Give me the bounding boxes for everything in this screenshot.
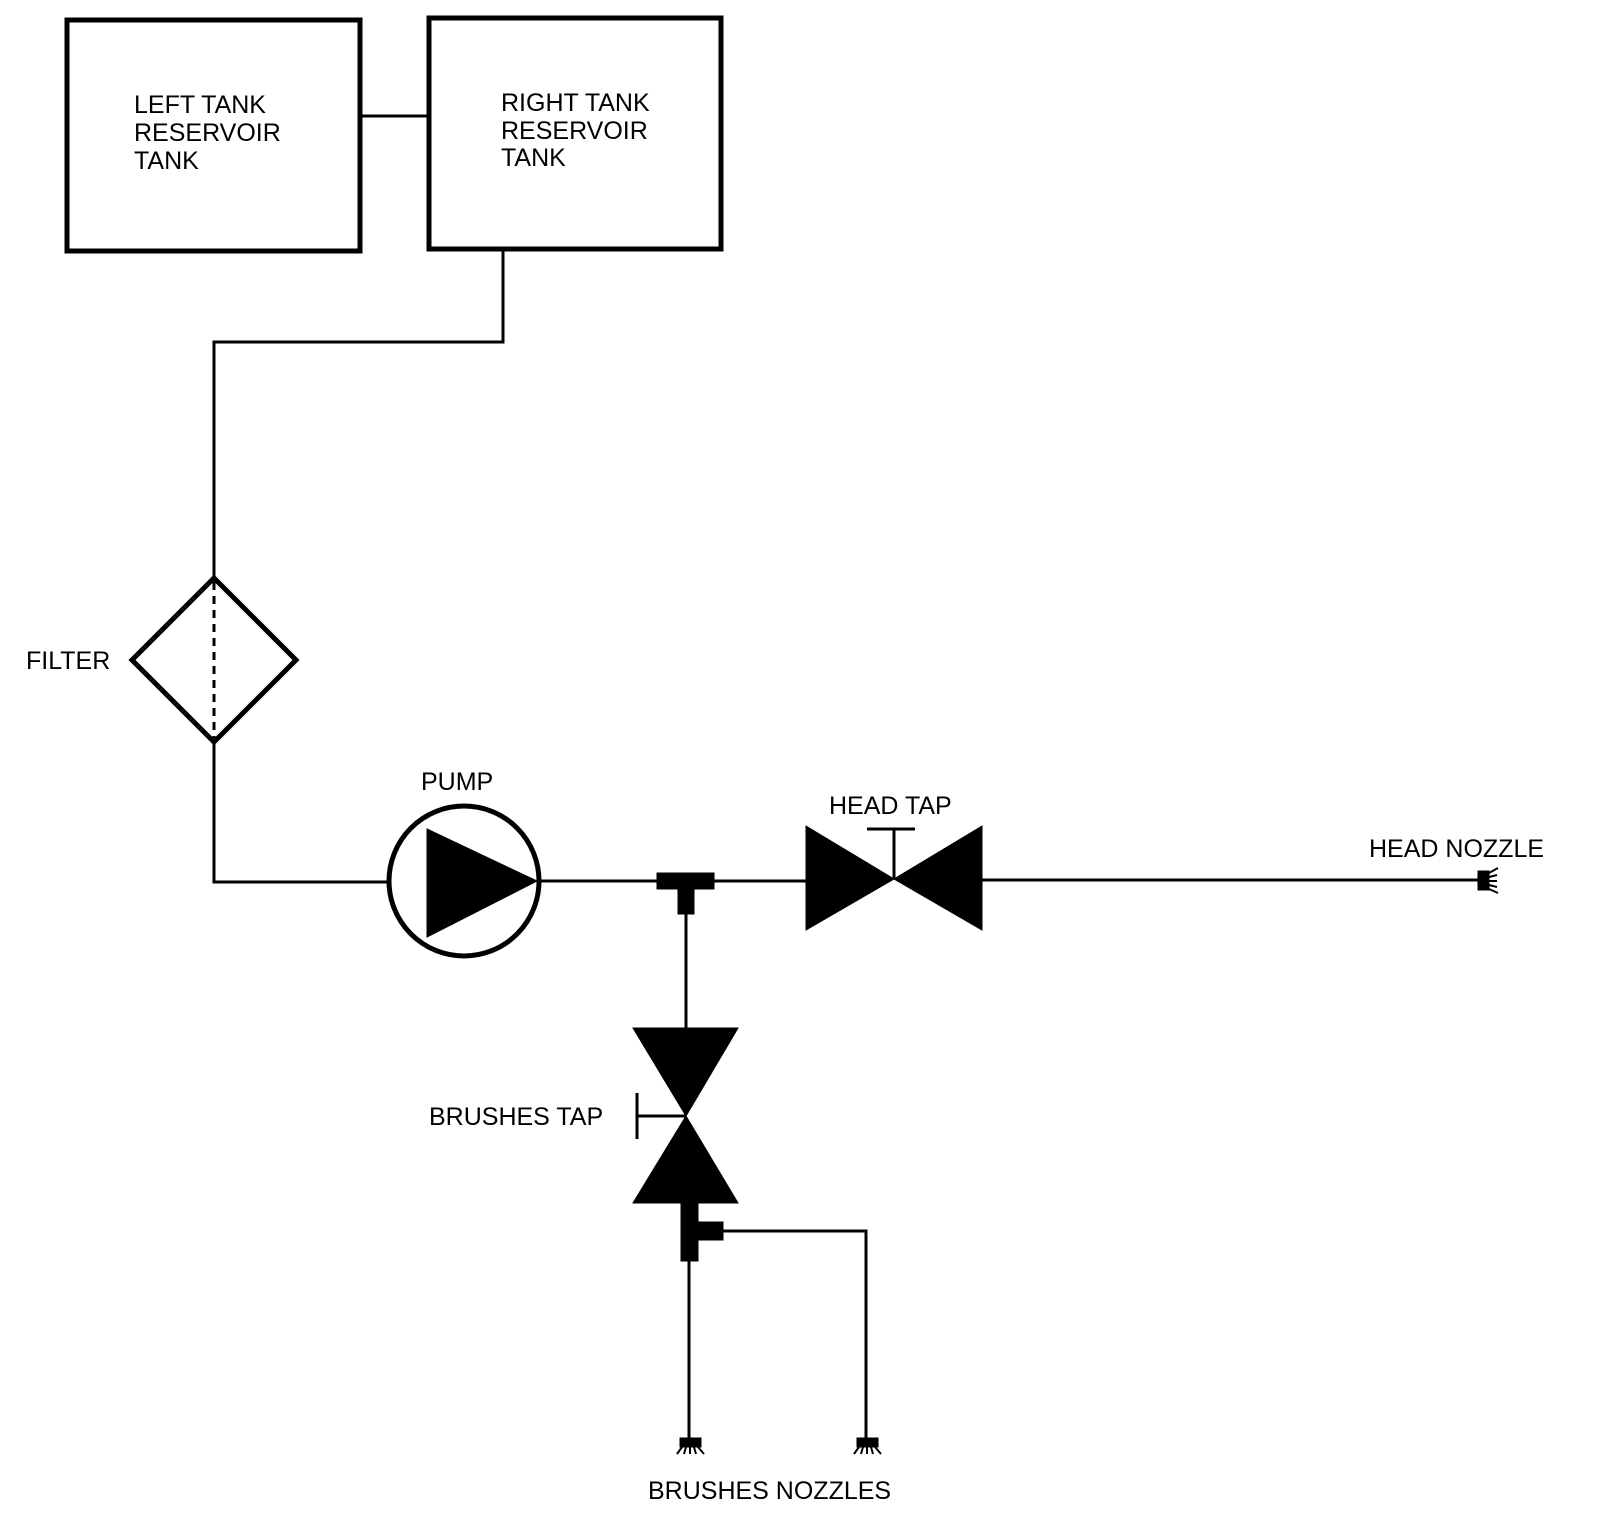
head-tap-valve: HEAD TAP	[805, 792, 983, 931]
head-tap-left-triangle	[805, 825, 895, 931]
brushes-nozzle-2	[853, 1437, 882, 1455]
tee-fitting-1	[656, 872, 715, 915]
brushes-nozzle-2-body	[856, 1437, 879, 1448]
tee-1-horizontal	[656, 872, 715, 890]
right-tank: RIGHT TANK RESERVOIR TANK	[426, 15, 724, 252]
head-tap-label: HEAD TAP	[829, 792, 952, 820]
tee-2-vertical	[680, 1202, 699, 1262]
head-nozzle-label: HEAD NOZZLE	[1369, 835, 1544, 863]
brushes-tap-lower-triangle	[632, 1115, 739, 1204]
head-nozzle-body	[1477, 870, 1490, 891]
right-tank-box	[426, 15, 724, 252]
head-nozzle: HEAD NOZZLE	[1369, 835, 1544, 894]
brushes-nozzle-1	[676, 1437, 705, 1455]
head-tap-right-triangle	[893, 825, 983, 931]
head-nozzle-spray-icon	[1488, 867, 1499, 894]
tank-to-filter-pipe	[212, 249, 505, 578]
brushes-nozzle-2-spray-icon	[853, 1446, 882, 1455]
filter-label: FILTER	[26, 647, 110, 675]
left-tank-box	[64, 17, 363, 254]
tee-fitting-2	[680, 1202, 724, 1262]
tee-1-stem	[677, 888, 695, 915]
right-tank-label-line-1: RIGHT TANK	[501, 89, 650, 117]
brushes-nozzle-1-spray-icon	[676, 1446, 705, 1455]
brushes-tap-upper-triangle	[632, 1027, 739, 1117]
brushes-tap-valve: BRUSHES TAP	[429, 1027, 739, 1204]
right-tank-label-line-2: RESERVOIR	[501, 117, 648, 145]
brushes-nozzle-1-body	[679, 1437, 702, 1448]
left-tank-label-line-3: TANK	[134, 147, 199, 175]
brushes-nozzles-label: BRUSHES NOZZLES	[648, 1477, 891, 1505]
left-tank: LEFT TANK RESERVOIR TANK	[64, 17, 363, 254]
brushes-tap-label: BRUSHES TAP	[429, 1103, 603, 1131]
right-tank-label-line-3: TANK	[501, 144, 566, 172]
filter: FILTER	[26, 574, 300, 746]
pump-label: PUMP	[421, 768, 493, 796]
tee-2-branch	[697, 1221, 724, 1241]
pump: PUMP	[386, 768, 542, 959]
pump-direction-triangle-icon	[426, 828, 539, 938]
brushes-nozzle-2-pipe	[723, 1229, 868, 1438]
left-tank-label-line-1: LEFT TANK	[134, 91, 266, 119]
filter-to-pump-pipe	[212, 742, 389, 884]
left-tank-label-line-2: RESERVOIR	[134, 119, 281, 147]
